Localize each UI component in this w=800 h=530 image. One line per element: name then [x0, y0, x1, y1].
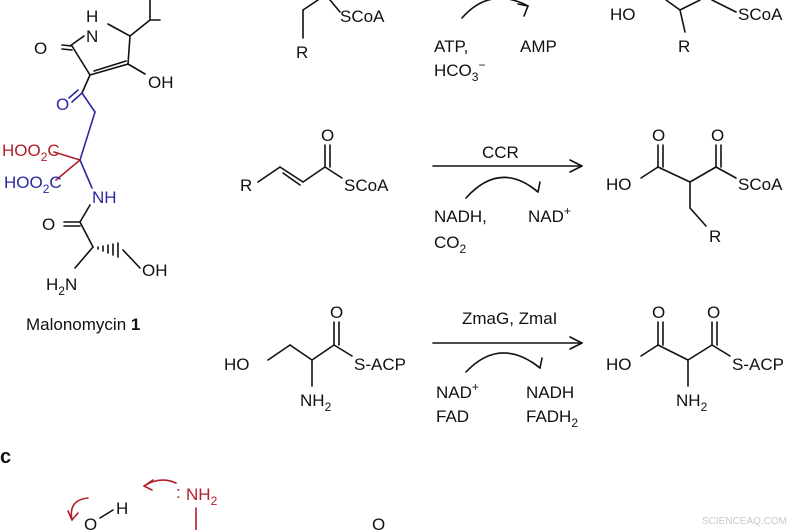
ring-nh-n: N [86, 27, 98, 46]
panel-c-oxygen: O [84, 515, 97, 530]
amide-nh: NH [92, 188, 117, 207]
row3-product-thioester: S-ACP [732, 355, 784, 374]
watermark: SCIENCEAQ.COM [702, 516, 787, 527]
panel-c-oxygen-2: O [372, 515, 385, 530]
row1-product-r: R [678, 37, 690, 56]
lone-pair: : [176, 483, 181, 502]
amide-oxygen: O [42, 215, 55, 234]
row2-product-oxygen-1: O [652, 126, 665, 145]
row3-substrate-thioester: S-ACP [354, 355, 406, 374]
row2-substrate-thioester: SCoA [344, 176, 389, 195]
keto-oxygen: O [56, 95, 69, 114]
row3-cofactor-nad: NAD+ [436, 380, 479, 402]
row3-substrate-oxygen: O [330, 303, 343, 322]
row3-product-amine: NH2 [676, 391, 708, 414]
row3-cofactor-fadh2: FADH2 [526, 407, 578, 430]
row3-substrate-hydroxyl: HO [224, 355, 250, 374]
row1-product-thioester: SCoA [738, 5, 783, 24]
row2-substrate-r: R [240, 176, 252, 195]
row3-product-hydroxyl: HO [606, 355, 632, 374]
row2-product-oxygen-2: O [711, 126, 724, 145]
row2-cofactor-co2: CO2 [434, 233, 467, 256]
row2-product-r: R [709, 227, 721, 246]
malonomycin-structure: H N O OH O HOO2C HOO2C NH O H2N OH Malon… [2, 0, 174, 334]
row1-product-hydroxyl: HO [610, 5, 636, 24]
row1-substrate-r: R [296, 43, 308, 62]
reaction-row-1: R SCoA ATP, HCO3− AMP HO R SCoA [296, 0, 783, 84]
row2-cofactor-nadh: NADH, [434, 207, 487, 226]
row3-enzymes: ZmaG, ZmaI [462, 309, 557, 328]
enol-hydroxyl: OH [148, 73, 174, 92]
compound-caption: Malonomycin 1 [26, 315, 140, 334]
panel-c-amine: NH2 [186, 485, 218, 508]
amino-group: H2N [46, 275, 77, 298]
row1-cofactor-atp: ATP, [434, 37, 468, 56]
panel-c-hydrogen: H [116, 499, 128, 518]
reaction-row-2: R O SCoA CCR NADH, CO2 NAD+ HO O O R SCo… [240, 126, 783, 256]
row1-substrate-thioester: SCoA [340, 7, 385, 26]
row3-product-oxygen-1: O [652, 303, 665, 322]
row2-enzyme: CCR [482, 143, 519, 162]
row3-cofactor-fad: FAD [436, 407, 469, 426]
panel-label-c: c [0, 446, 11, 468]
serine-hydroxyl: OH [142, 261, 168, 280]
reaction-row-3: HO O S-ACP NH2 ZmaG, ZmaI NAD+ FAD NADH … [224, 303, 784, 430]
carboxyl-1: HOO2C [2, 141, 60, 164]
ring-nh-h: H [86, 7, 98, 26]
row2-cofactor-nad: NAD+ [528, 204, 571, 226]
ring-oxygen: O [34, 39, 47, 58]
panel-c: c : NH2 H O O [0, 446, 385, 530]
row2-product-thioester: SCoA [738, 175, 783, 194]
row1-cofactor-bicarbonate: HCO3− [434, 58, 485, 84]
row2-substrate-oxygen: O [321, 126, 334, 145]
row3-cofactor-nadh: NADH [526, 383, 574, 402]
row2-product-hydroxyl: HO [606, 175, 632, 194]
row1-cofactor-amp: AMP [520, 37, 557, 56]
row3-substrate-amine: NH2 [300, 391, 332, 414]
carboxyl-2: HOO2C [4, 173, 62, 196]
row3-product-oxygen-2: O [707, 303, 720, 322]
